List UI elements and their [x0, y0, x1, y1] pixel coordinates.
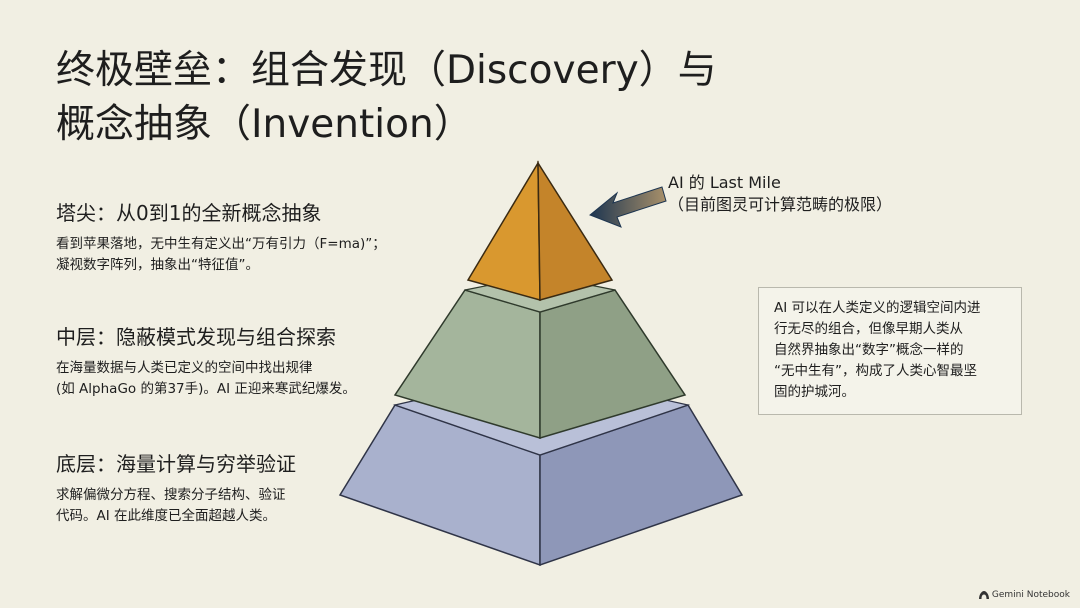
title-line-1: 终极壁垒：组合发现（Discovery）与	[56, 48, 717, 93]
note-line-1: AI 可以在人类定义的逻辑空间内进	[774, 300, 981, 316]
layer-middle-description: 在海量数据与人类已定义的空间中找出规律 (如 AlphaGo 的第37手)。AI…	[56, 358, 446, 400]
last-mile-arrow-icon	[589, 186, 667, 228]
gemini-notebook-icon	[978, 591, 989, 599]
last-mile-callout: AI 的 Last Mile （目前图灵可计算范畴的极限）	[668, 172, 892, 216]
note-line-2: 行无尽的组合，但像早期人类从	[774, 321, 963, 337]
layer-top-heading: 塔尖：从0到1的全新概念抽象	[56, 201, 322, 225]
callout-line-1: AI 的 Last Mile	[668, 173, 781, 192]
layer-top-description: 看到苹果落地，无中生有定义出“万有引力（F=ma)”； 凝视数字阵列，抽象出“特…	[56, 234, 446, 276]
brand-watermark: Gemini Notebook	[978, 590, 1070, 600]
callout-line-2: （目前图灵可计算范畴的极限）	[668, 195, 893, 214]
note-line-4: “无中生有”，构成了人类心智最坚	[774, 363, 977, 379]
note-line-5: 固的护城河。	[774, 384, 855, 400]
layer-middle-heading: 中层：隐蔽模式发现与组合探索	[56, 325, 336, 349]
layer-bottom-text: 底层：海量计算与穷举验证 求解偏微分方程、搜索分子结构、验证 代码。AI 在此维…	[56, 451, 446, 527]
layer-top-desc-line-1: 看到苹果落地，无中生有定义出“万有引力（F=ma)”；	[56, 236, 386, 252]
note-box: AI 可以在人类定义的逻辑空间内进 行无尽的组合，但像早期人类从 自然界抽象出“…	[758, 287, 1022, 415]
pyramid-tier-top	[466, 160, 614, 301]
layer-middle-desc-line-2: (如 AlphaGo 的第37手)。AI 正迎来寒武纪爆发。	[56, 381, 356, 397]
layer-top-text: 塔尖：从0到1的全新概念抽象 看到苹果落地，无中生有定义出“万有引力（F=ma)…	[56, 200, 446, 276]
layer-bottom-desc-line-2: 代码。AI 在此维度已全面超越人类。	[56, 508, 277, 524]
layer-middle-desc-line-1: 在海量数据与人类已定义的空间中找出规律	[56, 360, 313, 376]
brand-label: Gemini Notebook	[991, 590, 1070, 600]
note-line-3: 自然界抽象出“数字”概念一样的	[774, 342, 964, 358]
layer-bottom-desc-line-1: 求解偏微分方程、搜索分子结构、验证	[56, 487, 286, 503]
layer-bottom-heading: 底层：海量计算与穷举验证	[56, 452, 296, 476]
page-title: 终极壁垒：组合发现（Discovery）与 概念抽象（Invention）	[56, 44, 816, 152]
layer-top-desc-line-2: 凝视数字阵列，抽象出“特征值”。	[56, 257, 259, 273]
layer-middle-text: 中层：隐蔽模式发现与组合探索 在海量数据与人类已定义的空间中找出规律 (如 Al…	[56, 324, 446, 400]
layer-bottom-description: 求解偏微分方程、搜索分子结构、验证 代码。AI 在此维度已全面超越人类。	[56, 485, 446, 527]
title-line-2: 概念抽象（Invention）	[56, 102, 473, 147]
